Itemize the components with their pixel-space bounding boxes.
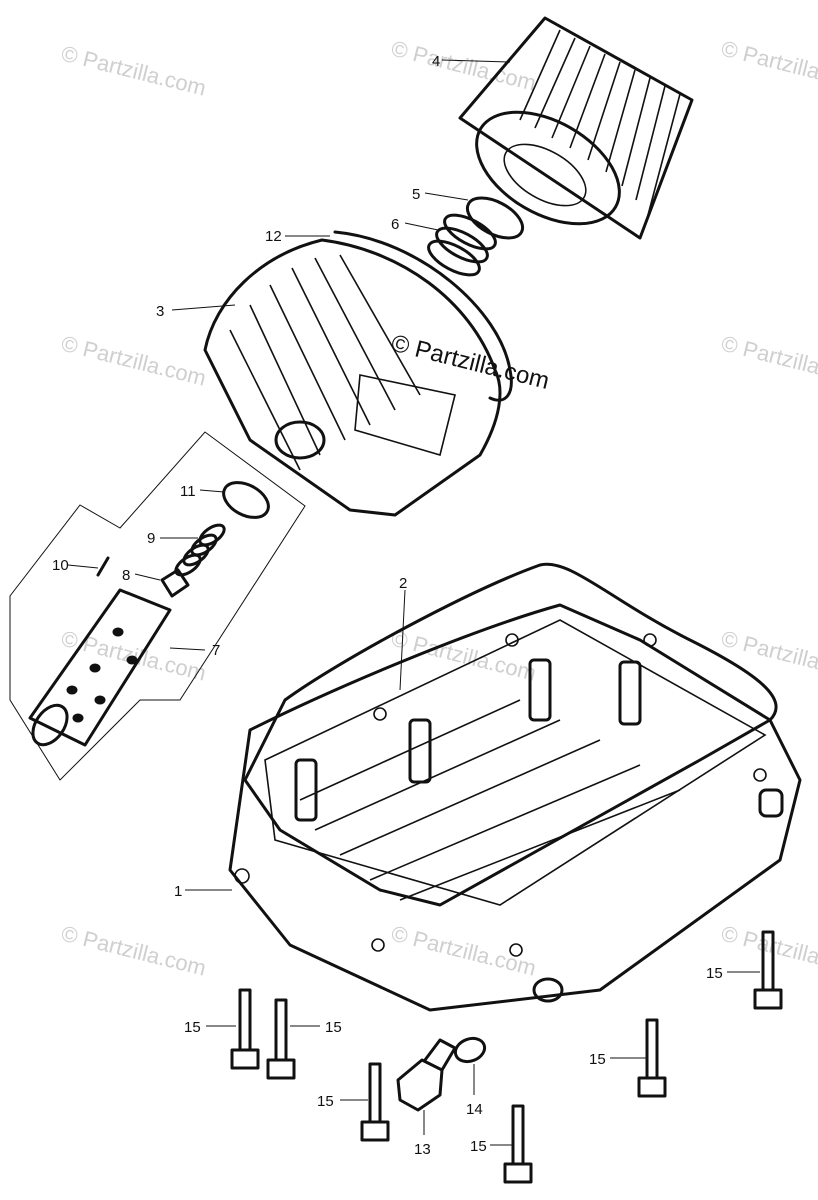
pin — [96, 556, 110, 577]
callout-13: 13 — [414, 1141, 431, 1158]
watermark: © Partzilla.com — [59, 41, 209, 101]
watermark: © Partzilla.com — [389, 921, 539, 981]
callout-8: 8 — [122, 567, 130, 584]
flange-bolt — [503, 1104, 533, 1184]
callout-11: 11 — [180, 483, 196, 500]
callout-15: 15 — [589, 1051, 606, 1068]
callout-15: 15 — [317, 1093, 334, 1110]
watermark: © Partzilla.com — [59, 331, 209, 391]
drain-bolt — [396, 1038, 457, 1112]
flange-bolt — [753, 930, 783, 1010]
callout-14: 14 — [466, 1101, 483, 1118]
watermark: © Partzilla.com — [59, 626, 209, 686]
callout-4: 4 — [432, 53, 440, 70]
relief-spring — [174, 523, 226, 577]
callout-12: 12 — [265, 228, 282, 245]
watermark: © Partzilla.com — [719, 331, 818, 391]
leader-lines — [67, 59, 760, 1146]
flange-bolt — [360, 1062, 390, 1142]
oil-pan-gasket — [243, 562, 778, 907]
oil-filter-element — [458, 16, 694, 240]
drain-washer — [453, 1036, 487, 1064]
flange-bolt — [637, 1018, 667, 1098]
relief-o-ring — [222, 481, 270, 519]
watermark: © Partzilla.com — [719, 36, 818, 96]
filter-spring — [427, 213, 497, 277]
relief-valve-body — [28, 588, 172, 747]
relief-valve — [160, 568, 190, 598]
o-ring — [465, 196, 525, 240]
callout-labels: 4 5 6 12 3 11 9 8 10 7 2 1 14 13 15 15 1… — [52, 53, 723, 1158]
callout-15: 15 — [325, 1019, 342, 1036]
callout-15: 15 — [184, 1019, 201, 1036]
watermark: © Partzilla.com — [59, 921, 209, 981]
callout-7: 7 — [212, 642, 220, 659]
callout-9: 9 — [147, 530, 155, 547]
watermark-main: © Partzilla.com — [389, 330, 552, 395]
callout-15: 15 — [470, 1138, 487, 1155]
watermark: © Partzilla.com — [719, 626, 818, 686]
flange-bolt — [230, 988, 260, 1070]
flange-bolt — [266, 998, 296, 1080]
callout-15: 15 — [706, 965, 723, 982]
relief-valve-group-outline — [9, 431, 306, 781]
callout-5: 5 — [412, 186, 420, 203]
watermark: © Partzilla.com — [389, 36, 539, 96]
callout-1: 1 — [174, 883, 182, 900]
case-gasket — [333, 230, 513, 402]
watermark: © Partzilla.com — [389, 626, 539, 686]
callout-2: 2 — [399, 575, 407, 592]
filter-case — [203, 238, 502, 517]
callout-10: 10 — [52, 557, 69, 574]
callout-3: 3 — [156, 303, 164, 320]
watermark-layer: © Partzilla.com © Partzilla.com © Partzi… — [59, 36, 818, 981]
oil-pan — [228, 603, 802, 1012]
callout-6: 6 — [391, 216, 399, 233]
